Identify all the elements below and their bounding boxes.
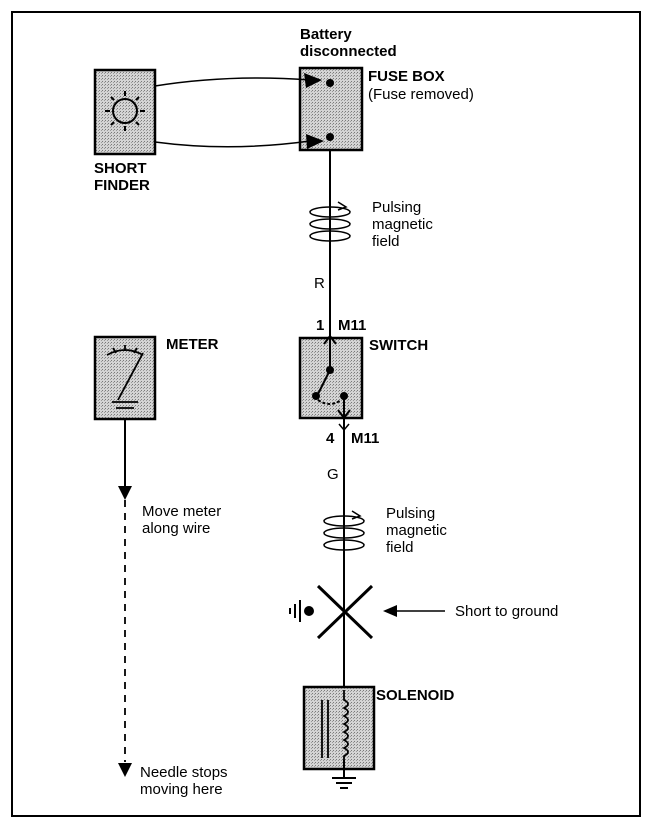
move-meter-label: Move meter along wire	[142, 503, 222, 537]
wire-r-label: R	[314, 275, 325, 292]
solenoid-label: SOLENOID	[376, 687, 455, 704]
short-pointer-arrow	[383, 605, 445, 617]
pulsing-field-bottom-label: Pulsing magnetic field	[386, 505, 447, 556]
battery-label: Battery disconnected	[300, 26, 397, 60]
short-finder-box	[93, 68, 157, 156]
solenoid-coil-icon	[321, 690, 349, 760]
pin-4-label: 4	[326, 430, 335, 447]
switch-box	[298, 334, 364, 420]
pulsing-field-top-label: Pulsing magnetic field	[372, 199, 433, 250]
needle-stop-arrow	[118, 763, 132, 777]
short-to-ground-label: Short to ground	[455, 603, 559, 620]
ground-symbol-short	[289, 600, 314, 622]
fuse-box-label: FUSE BOX	[368, 68, 445, 85]
connector-m11-bottom-mark	[338, 423, 350, 432]
solenoid-box	[302, 685, 376, 771]
magnetic-field-bottom	[323, 510, 365, 551]
wire-g-label: G	[327, 466, 339, 483]
diagram-frame	[11, 11, 641, 817]
short-finder-leads	[154, 77, 311, 148]
fuse-removed-label: (Fuse removed)	[368, 86, 474, 103]
connector-m11-bottom-label: M11	[351, 430, 380, 447]
pin-1-label: 1	[316, 317, 325, 334]
switch-label: SWITCH	[369, 337, 429, 354]
short-finder-label: SHORT FINDER	[94, 160, 150, 194]
meter-box	[93, 335, 157, 421]
ground-symbol-solenoid	[332, 760, 356, 789]
meter-needle-icon	[106, 345, 144, 409]
meter-move-arrow	[118, 486, 132, 500]
short-to-ground-mark	[316, 584, 374, 640]
lead-arrow-top	[304, 73, 322, 88]
magnetic-field-top	[309, 201, 351, 242]
needle-stops-label: Needle stops moving here	[140, 764, 228, 798]
light-bulb-icon	[105, 91, 145, 131]
lead-arrow-bottom	[306, 134, 324, 149]
meter-label: METER	[166, 336, 219, 353]
connector-m11-top-label: M11	[338, 317, 367, 334]
